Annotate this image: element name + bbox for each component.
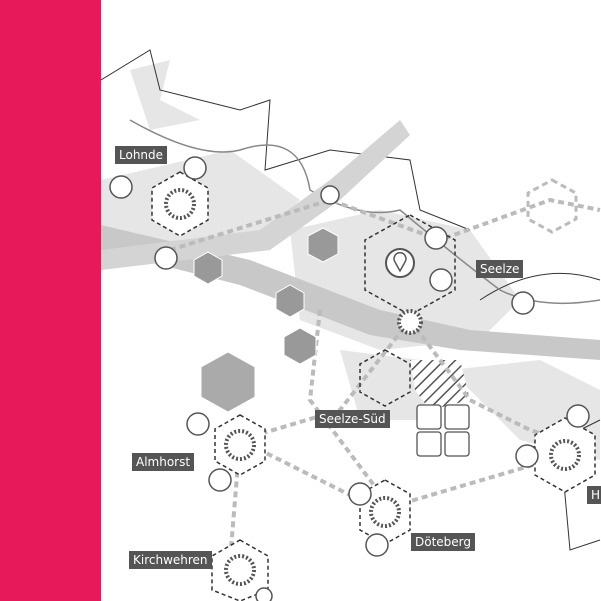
facility-icon-grid[interactable]: [416, 404, 470, 457]
hexagon-markers: [193, 227, 339, 413]
canal-band: [101, 120, 410, 270]
place-label-doeteberg: Döteberg: [411, 533, 476, 551]
location-pin-icon: [393, 252, 407, 273]
planned-hexagon: [526, 178, 578, 234]
transport-corridor: [101, 225, 600, 360]
municipal-border: [101, 49, 471, 231]
centre-circles: [164, 188, 581, 586]
facility-icons[interactable]: [109, 156, 590, 601]
place-label-lohnde: Lohnde: [115, 146, 168, 164]
map-canvas[interactable]: [101, 0, 601, 601]
place-label-seelze-sued: Seelze-Süd: [315, 410, 390, 428]
place-label-seelze: Seelze: [476, 260, 524, 278]
municipal-border: [479, 272, 601, 301]
settlement-areas: [101, 60, 600, 460]
place-label-cut-off: H: [587, 486, 601, 504]
place-label-kirchwehren: Kirchwehren: [129, 551, 212, 569]
accent-sidebar: [0, 0, 101, 601]
place-label-almhorst: Almhorst: [132, 453, 195, 471]
location-pin-icon[interactable]: [385, 248, 415, 278]
development-area-hatched: [410, 360, 470, 410]
